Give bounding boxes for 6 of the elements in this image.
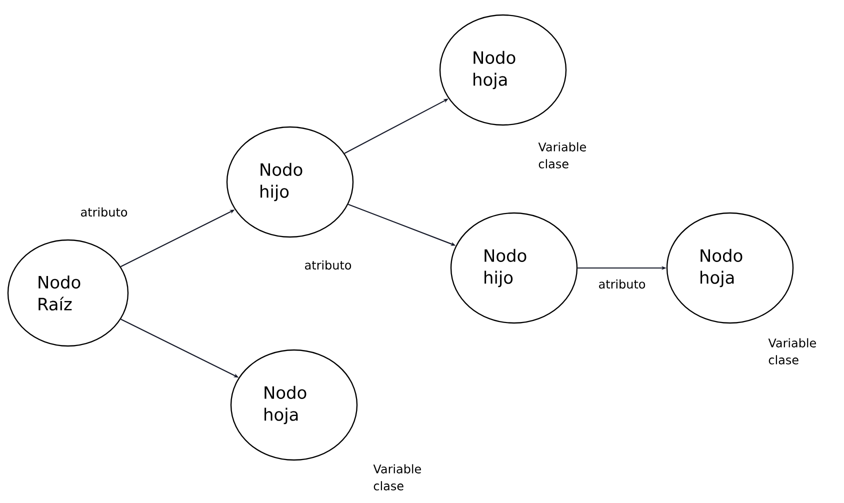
edge-label: atributo <box>81 207 128 217</box>
edge-label: atributo <box>305 260 352 270</box>
beside-text: Variable clase <box>768 338 816 364</box>
beside-text: Variable clase <box>538 142 586 168</box>
beside-text: Variable clase <box>373 464 421 490</box>
edge-label: atributo <box>599 279 646 289</box>
